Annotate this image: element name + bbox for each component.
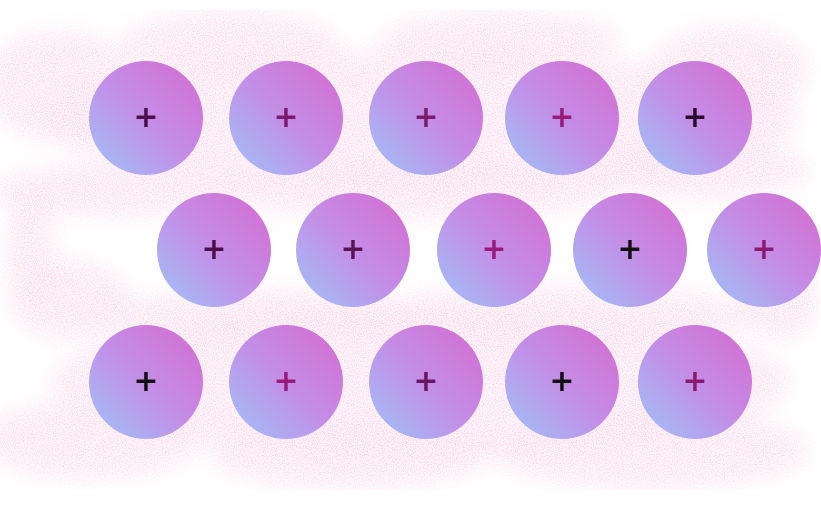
metal-ion: + bbox=[437, 193, 551, 307]
metal-ion: + bbox=[638, 61, 752, 175]
metal-ion: + bbox=[505, 61, 619, 175]
positive-charge-sign: + bbox=[751, 232, 776, 267]
positive-charge-sign: + bbox=[549, 364, 574, 399]
metal-ion: + bbox=[229, 61, 343, 175]
metal-ion: + bbox=[707, 193, 821, 307]
metal-ion: + bbox=[157, 193, 271, 307]
metal-ion: + bbox=[638, 325, 752, 439]
positive-charge-sign: + bbox=[682, 364, 707, 399]
positive-charge-sign: + bbox=[682, 100, 707, 135]
ions-layer: + + + + + + + + + + + + + + + bbox=[89, 61, 821, 439]
metal-ion: + bbox=[573, 193, 687, 307]
metal-ion: + bbox=[369, 61, 483, 175]
positive-charge-sign: + bbox=[273, 364, 298, 399]
positive-charge-sign: + bbox=[413, 100, 438, 135]
metal-ion: + bbox=[505, 325, 619, 439]
positive-charge-sign: + bbox=[340, 232, 365, 267]
positive-charge-sign: + bbox=[201, 232, 226, 267]
positive-charge-sign: + bbox=[133, 100, 158, 135]
metal-ion: + bbox=[89, 325, 203, 439]
metal-ion: + bbox=[296, 193, 410, 307]
metal-ion: + bbox=[89, 61, 203, 175]
positive-charge-sign: + bbox=[133, 364, 158, 399]
positive-charge-sign: + bbox=[481, 232, 506, 267]
positive-charge-sign: + bbox=[273, 100, 298, 135]
metal-ion: + bbox=[369, 325, 483, 439]
metal-ion: + bbox=[229, 325, 343, 439]
positive-charge-sign: + bbox=[413, 364, 438, 399]
positive-charge-sign: + bbox=[549, 100, 574, 135]
positive-charge-sign: + bbox=[617, 232, 642, 267]
